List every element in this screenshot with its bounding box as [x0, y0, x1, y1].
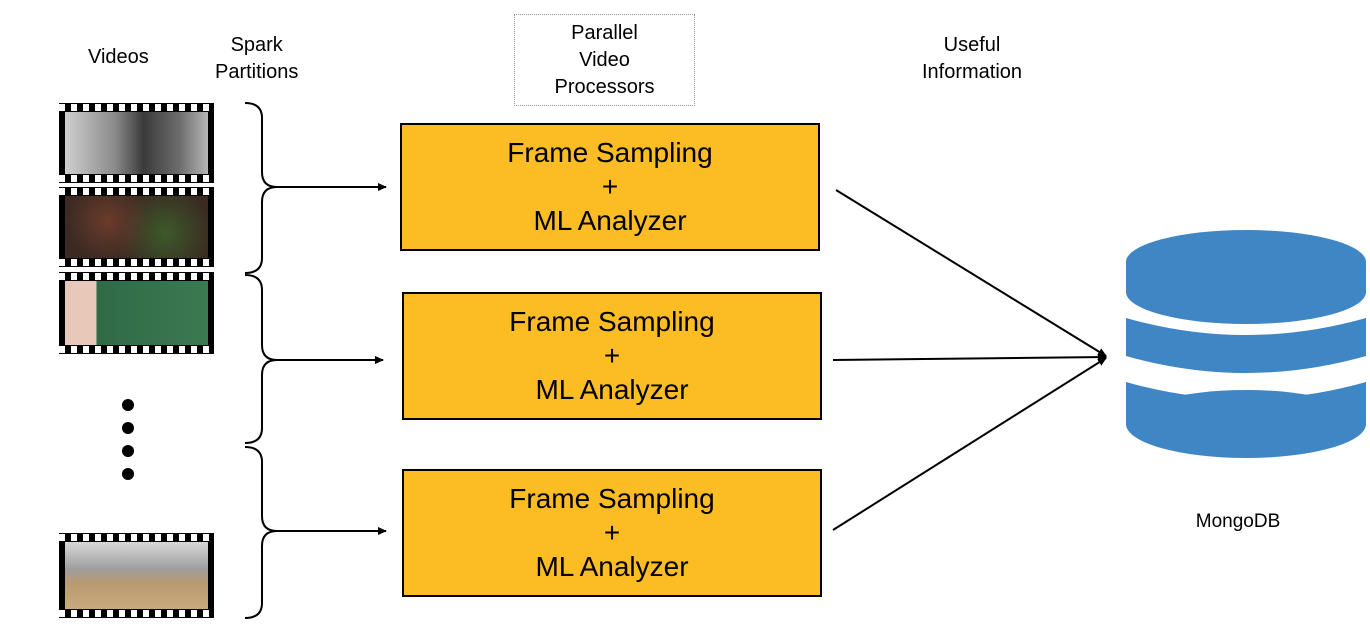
parallel-processors-header	[514, 14, 695, 106]
processor-title: Frame Sampling	[509, 306, 715, 337]
videos-label: Videos	[88, 46, 149, 68]
processor-analyzer: ML Analyzer	[535, 551, 689, 582]
partition-brace-3	[244, 446, 278, 619]
mongodb-label: MongoDB	[1195, 511, 1281, 532]
processor-box-3: Frame Sampling + ML Analyzer	[402, 469, 822, 597]
useful-information-label: Useful Information	[921, 34, 1023, 83]
database-icon	[1126, 230, 1366, 458]
processor-plus: +	[603, 340, 621, 371]
video-thumbnail-gym	[59, 533, 214, 618]
spark-partitions-label: Spark Partitions	[215, 34, 299, 83]
partition-brace-2	[244, 274, 278, 444]
processor-analyzer: ML Analyzer	[533, 205, 687, 236]
processor-box-1: Frame Sampling + ML Analyzer	[400, 123, 820, 251]
video-thumbnail-game	[59, 187, 214, 267]
processor-plus: +	[603, 517, 621, 548]
output-arrow-1	[835, 189, 1107, 357]
video-thumbnail-guitar	[59, 103, 214, 183]
output-arrow-3	[832, 357, 1107, 531]
parallel-processors-label: Parallel Video Processors	[554, 22, 655, 98]
vertical-ellipsis-icon	[122, 399, 134, 480]
video-thumbnail-lecture	[59, 272, 214, 354]
output-arrow-2	[832, 353, 1107, 362]
processor-box-2: Frame Sampling + ML Analyzer	[402, 292, 822, 420]
processor-analyzer: ML Analyzer	[535, 374, 689, 405]
processor-title: Frame Sampling	[509, 483, 715, 514]
processor-plus: +	[601, 171, 619, 202]
partition-brace-1	[244, 102, 278, 274]
processor-title: Frame Sampling	[507, 137, 713, 168]
